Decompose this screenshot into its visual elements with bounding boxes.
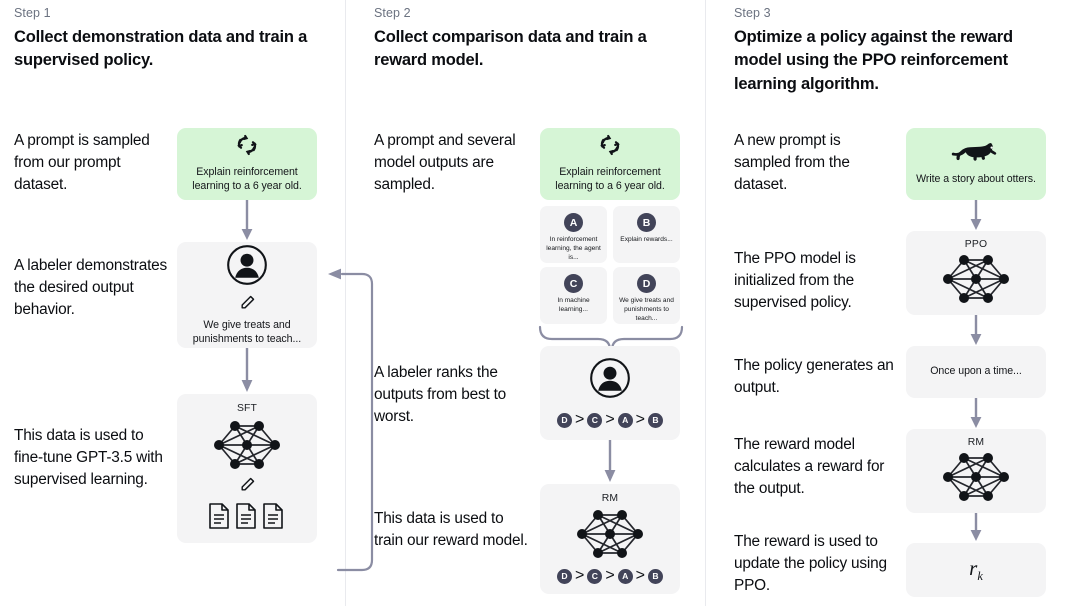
- step-1-column: Step 1 Collect demonstration data and tr…: [0, 0, 345, 606]
- option-text-c: In machine learning...: [557, 297, 590, 313]
- rank-badge-3: A: [617, 412, 633, 428]
- step-1-caption-3: This data is used to fine-tune GPT-3.5 w…: [14, 427, 163, 488]
- pencil-icon: [239, 476, 256, 498]
- option-badge-b: B: [637, 213, 656, 232]
- step-3-arrow-3: [968, 398, 984, 435]
- person-icon: [589, 357, 631, 404]
- step-1-sft-title: SFT: [236, 403, 258, 414]
- option-text-b: Explain rewards...: [620, 236, 673, 243]
- step-2-rm-title: RM: [601, 493, 619, 504]
- step-3-caption-1: A new prompt is sampled from the dataset…: [734, 132, 850, 193]
- step-3-ppo-box[interactable]: PPO: [906, 231, 1046, 315]
- step-3-column: Step 3 Optimize a policy against the rew…: [720, 0, 1065, 606]
- step-1-labeler-text: We give treats and punishments to teach.…: [192, 318, 302, 345]
- rm-rank-badge-2: C: [587, 568, 603, 584]
- cycle-icon: [599, 134, 621, 161]
- neural-network-icon: [940, 450, 1012, 504]
- rm-rank-badge-3: A: [617, 568, 633, 584]
- step-1-prompt-box[interactable]: Explain reinforcement learning to a 6 ye…: [177, 128, 317, 200]
- step-1-arrow-1: [239, 200, 255, 247]
- step-2-label: Step 2: [374, 6, 411, 20]
- option-badge-a: A: [564, 213, 583, 232]
- neural-network-icon: [574, 507, 646, 561]
- step-3-caption-5: The reward is used to update the policy …: [734, 533, 887, 594]
- step-2-prompt-box[interactable]: Explain reinforcement learning to a 6 ye…: [540, 128, 680, 200]
- step-1-arrow-2: [239, 348, 255, 399]
- step-3-feedback-loop-arrow: [320, 262, 380, 577]
- rank-sep-1: >: [574, 411, 585, 428]
- neural-network-icon: [940, 252, 1012, 306]
- step-2-option-d[interactable]: D We give treats and punishments to teac…: [613, 267, 680, 324]
- step-3-rm-box[interactable]: RM: [906, 429, 1046, 513]
- option-text-a: In reinforcement learning, the agent is.…: [546, 236, 601, 261]
- option-badge-d: D: [637, 274, 656, 293]
- step-3-rm-title: RM: [967, 437, 985, 448]
- step-2-option-c[interactable]: C In machine learning...: [540, 267, 607, 324]
- rm-rank-sep-1: >: [574, 567, 585, 584]
- step-3-reward-box[interactable]: rk: [906, 543, 1046, 597]
- rm-rank-sep-2: >: [605, 567, 615, 584]
- step-2-rm-ranking-row: D > C > A > B: [556, 567, 664, 585]
- step-1-caption-2: A labeler demonstrates the desired outpu…: [14, 257, 168, 318]
- step-3-ppo-title: PPO: [964, 239, 988, 250]
- rank-sep-2: >: [605, 411, 615, 428]
- step-2-rm-box[interactable]: RM: [540, 484, 680, 594]
- step-1-label: Step 1: [14, 6, 51, 20]
- step-2-caption-1: A prompt and several model outputs are s…: [374, 132, 516, 193]
- rm-rank-badge-1: D: [556, 568, 572, 584]
- step-2-arrow-2: [602, 440, 618, 489]
- rank-badge-4: B: [648, 412, 664, 428]
- step-1-prompt-text: Explain reinforcement learning to a 6 ye…: [192, 166, 302, 192]
- step-2-ranker-box[interactable]: D > C > A > B: [540, 346, 680, 440]
- step-3-arrow-1: [968, 200, 984, 237]
- step-2-title: Collect comparison data and train a rewa…: [374, 28, 647, 70]
- step-3-caption-4: The reward model calculates a reward for…: [734, 436, 885, 497]
- rank-sep-3: >: [635, 411, 646, 428]
- step-1-title: Collect demonstration data and train a s…: [14, 28, 308, 70]
- column-divider-1: [345, 0, 346, 606]
- rm-rank-sep-3: >: [635, 567, 646, 584]
- rm-rank-badge-4: B: [648, 568, 664, 584]
- step-3-caption-3: The policy generates an output.: [734, 357, 894, 396]
- step-2-option-a[interactable]: A In reinforcement learning, the agent i…: [540, 206, 607, 263]
- step-3-title: Optimize a policy against the reward mod…: [734, 28, 1013, 93]
- step-1-caption-1: A prompt is sampled from our prompt data…: [14, 132, 150, 193]
- step-2-column: Step 2 Collect comparison data and train…: [360, 0, 705, 606]
- step-2-ranking-row: D > C > A > B: [556, 411, 664, 429]
- cycle-icon: [236, 134, 258, 161]
- step-1-labeler-box[interactable]: We give treats and punishments to teach.…: [177, 242, 317, 348]
- pencil-icon: [239, 294, 256, 316]
- step-3-prompt-text: Write a story about otters.: [916, 173, 1036, 186]
- column-divider-2: [705, 0, 706, 606]
- neural-network-icon: [211, 418, 283, 472]
- step-2-caption-2: A labeler ranks the outputs from best to…: [374, 364, 507, 425]
- step-2-option-b[interactable]: B Explain rewards...: [613, 206, 680, 263]
- option-badge-c: C: [564, 274, 583, 293]
- person-icon: [226, 244, 268, 291]
- step-3-arrow-4: [968, 513, 984, 548]
- step-2-caption-3: This data is used to train our reward mo…: [374, 510, 528, 549]
- step-1-sft-box[interactable]: SFT: [177, 394, 317, 543]
- option-text-d: We give treats and punishments to teach.…: [619, 297, 674, 322]
- rank-badge-1: D: [556, 412, 572, 428]
- step-3-caption-2: The PPO model is initialized from the su…: [734, 250, 856, 311]
- reward-value: rk: [969, 555, 983, 584]
- step-2-prompt-text: Explain reinforcement learning to a 6 ye…: [555, 166, 665, 192]
- step-3-prompt-box[interactable]: Write a story about otters.: [906, 128, 1046, 200]
- documents-icon: [207, 502, 287, 535]
- rank-badge-2: C: [587, 412, 603, 428]
- step-3-output-text: Once upon a time...: [930, 365, 1022, 378]
- step-3-arrow-2: [968, 315, 984, 352]
- step-3-label: Step 3: [734, 6, 771, 20]
- otter-icon: [948, 141, 1004, 168]
- step-3-output-box[interactable]: Once upon a time...: [906, 346, 1046, 398]
